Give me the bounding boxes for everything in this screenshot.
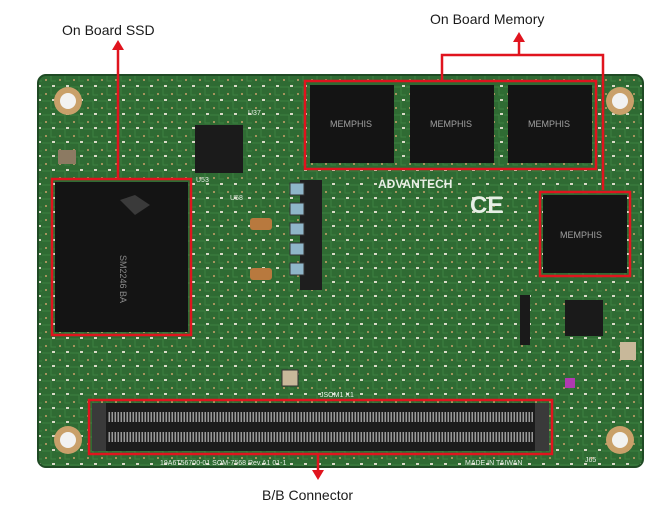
bb-connector-label: B/B Connector [262, 487, 354, 503]
svg-text:MADE IN TAIWAN: MADE IN TAIWAN [465, 460, 522, 467]
svg-text:U37: U37 [248, 110, 261, 117]
memory-highlight-box-right [538, 190, 632, 278]
svg-text:J65: J65 [585, 457, 596, 464]
misc-components [58, 125, 636, 388]
silkscreen: ADVANTECH CE 19A6T56700-01 SOM-7568 Rev.… [160, 110, 596, 467]
svg-text:CE: CE [470, 192, 503, 219]
svg-text:U58: U58 [230, 195, 243, 202]
svg-text:MEMPHIS: MEMPHIS [528, 119, 570, 129]
memory-highlight-box-top [303, 79, 598, 171]
svg-text:SM2246 BA: SM2246 BA [118, 255, 128, 303]
mounting-holes [54, 87, 634, 454]
svg-text:MEMPHIS: MEMPHIS [560, 230, 602, 240]
ssd-highlight-box [50, 177, 193, 337]
on-board-memory-label: On Board Memory [430, 11, 545, 27]
memory-chips: MEMPHIS MEMPHIS MEMPHIS MEMPHIS [310, 85, 627, 273]
svg-text:MEMPHIS: MEMPHIS [430, 119, 472, 129]
ssd-chip: SM2246 BA [55, 182, 188, 332]
svg-text:ADVANTECH: ADVANTECH [378, 177, 452, 191]
svg-text:19A6T56700-01 SOM-7568 Rev.A1: 19A6T56700-01 SOM-7568 Rev.A1 01-1 [160, 460, 286, 467]
annotation-arrows [112, 32, 605, 480]
on-board-ssd-label: On Board SSD [62, 22, 155, 38]
pcb-body [38, 75, 643, 467]
svg-text:U53: U53 [196, 177, 209, 184]
svg-text:JSOM1 X1: JSOM1 X1 [320, 392, 354, 399]
bb-connector [92, 403, 549, 451]
connector-highlight-box [87, 398, 554, 456]
svg-text:MEMPHIS: MEMPHIS [330, 119, 372, 129]
highlight-boxes [50, 79, 632, 456]
